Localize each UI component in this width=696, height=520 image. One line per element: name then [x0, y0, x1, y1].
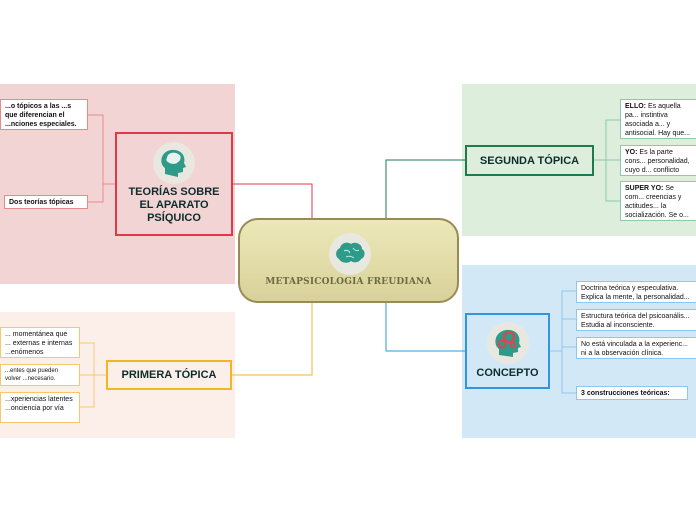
ello-label: ELLO:	[625, 103, 646, 110]
teorias-leaf-2-text: Dos teorías tópicas	[9, 199, 74, 206]
ello-text: Es aquella pa... instintiva asociada a..…	[625, 103, 690, 137]
primera-leaf-1[interactable]: ... momentánea que ... externas e intern…	[0, 327, 80, 358]
primera-leaf-3-text: ...xperiencias latentes ...onciencia por…	[5, 396, 73, 412]
concepto-leaf-1-text: Doctrina teórica y especulativa. Explica…	[581, 285, 690, 301]
primera-title: PRIMERA TÓPICA	[121, 369, 217, 381]
central-node[interactable]: METAPSICOLOGIA FREUDIANA	[238, 218, 459, 303]
segunda-leaf-super[interactable]: SUPER YO: Se com... creencias y actitude…	[620, 181, 696, 221]
segunda-title: SEGUNDA TÓPICA	[479, 154, 580, 167]
segunda-leaf-yo[interactable]: YO: Es la parte cons... personalidad, cu…	[620, 145, 696, 176]
brain-icon	[329, 233, 371, 275]
teorias-leaf-2[interactable]: Dos teorías tópicas	[4, 195, 88, 209]
yo-text: Es la parte cons... personalidad, cuyo d…	[625, 149, 690, 174]
primera-leaf-3[interactable]: ...xperiencias latentes ...onciencia por…	[0, 392, 80, 423]
concepto-leaf-2-text: Estructura teórica del psicoanális... Es…	[581, 313, 690, 329]
teorias-leaf-1-text: ...o tópicos a las ...s que diferencian …	[5, 103, 77, 128]
concepto-leaf-2[interactable]: Estructura teórica del psicoanális... Es…	[576, 309, 696, 331]
concepto-leaf-1[interactable]: Doctrina teórica y especulativa. Explica…	[576, 281, 696, 303]
primera-node[interactable]: PRIMERA TÓPICA	[106, 360, 232, 390]
head-gears-icon	[487, 322, 529, 364]
concepto-node[interactable]: CONCEPTO	[465, 313, 550, 389]
head-icon	[153, 142, 195, 184]
yo-label: YO:	[625, 149, 638, 156]
concepto-title: CONCEPTO	[476, 367, 539, 379]
concepto-leaf-4-text: 3 construcciones teóricas:	[581, 390, 670, 397]
teorias-leaf-1[interactable]: ...o tópicos a las ...s que diferencian …	[0, 99, 88, 130]
segunda-node[interactable]: SEGUNDA TÓPICA	[465, 145, 594, 176]
super-text: Se com... creencias y actitudes... la so…	[625, 185, 689, 219]
segunda-leaf-ello[interactable]: ELLO: Es aquella pa... instintiva asocia…	[620, 99, 696, 139]
primera-leaf-1-text: ... momentánea que ... externas e intern…	[5, 331, 73, 356]
super-label: SUPER YO:	[625, 185, 664, 192]
concepto-leaf-3[interactable]: No está vinculada a la experienc... ni a…	[576, 337, 696, 359]
concepto-leaf-3-text: No está vinculada a la experienc... ni a…	[581, 341, 689, 357]
teorias-node[interactable]: TEORÍAS SOBRE EL APARATO PSÍQUICO	[115, 132, 233, 236]
concepto-leaf-4[interactable]: 3 construcciones teóricas:	[576, 386, 688, 400]
primera-leaf-2-text: ...entes que pueden volver ...necesario.	[5, 368, 59, 382]
teorias-title: TEORÍAS SOBRE EL APARATO PSÍQUICO	[128, 186, 220, 224]
central-title: METAPSICOLOGIA FREUDIANA	[265, 277, 432, 287]
primera-leaf-2[interactable]: ...entes que pueden volver ...necesario.	[0, 364, 80, 386]
